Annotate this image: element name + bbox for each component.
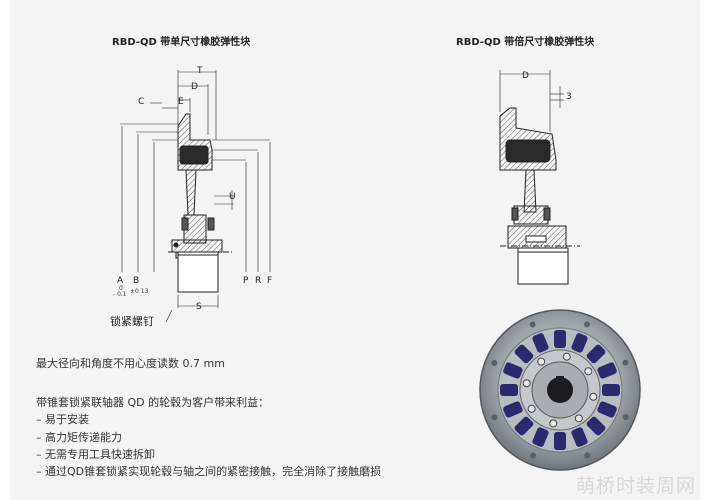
dim-R: R (255, 276, 261, 286)
hub-bolt (574, 414, 583, 423)
benefit-item: – 无需专用工具快速拆卸 (36, 448, 155, 461)
rubber-element (586, 416, 606, 436)
hub-bolt (589, 392, 598, 401)
rubber-element (503, 362, 523, 379)
benefit-item: – 高力矩传递能力 (36, 431, 122, 444)
right-dim-D: D (522, 71, 529, 81)
rubber-element (571, 427, 588, 447)
benefit-item: – 通过QD锥套锁紧实现轮毂与轴之间的紧密接触，完全消除了接触磨损 (36, 465, 382, 478)
flange-hole (622, 413, 629, 420)
dim-B: B (133, 276, 139, 286)
right-dimension-labels: D 3 (522, 71, 572, 102)
flange-hole (530, 452, 537, 459)
hub-bolt (527, 404, 536, 413)
callout-lock-screw: 锁紧螺钉 (110, 314, 154, 328)
rubber-element (602, 384, 620, 396)
flange-hole (491, 414, 498, 421)
hub-bolt (537, 357, 546, 366)
right-section-drawing (499, 70, 580, 285)
runout-spec-text: 最大径向和角度不用心度读数 0.7 mm (36, 357, 225, 370)
left-section-drawing (120, 70, 271, 323)
dim-A: A (117, 276, 124, 286)
rubber-element (554, 432, 566, 450)
rubber-element (532, 333, 549, 353)
rubber-element (514, 344, 534, 364)
rubber-element (514, 416, 534, 436)
rubber-element (503, 401, 523, 418)
hub-bolt (549, 419, 558, 428)
rubber-element (532, 427, 549, 447)
dim-A-tol: 0 (119, 285, 123, 292)
right-diagram-title: RBD-QD 带倍尺寸橡胶弹性块 (456, 37, 595, 48)
flange-hole (529, 321, 536, 328)
dim-T: T (196, 66, 203, 76)
benefits-heading: 带锥套锁紧联轴器 QD 的轮毂为客户带来利益： (36, 396, 270, 409)
left-dimension-labels: T D E C U A B 0 - 0.1 ±0.13 P R F S 锁紧螺钉 (110, 66, 272, 328)
dim-A-tol2: - 0.1 (113, 291, 127, 298)
coupling-product-photo (479, 309, 641, 471)
dim-S: S (196, 302, 202, 312)
dim-U: U (229, 192, 236, 202)
right-dim-3: 3 (566, 92, 572, 102)
rubber-element (597, 401, 617, 418)
rubber-element (586, 344, 606, 364)
hub-bolt (562, 352, 571, 361)
dim-D: D (191, 82, 198, 92)
left-diagram-title: RBD-QD 带单尺寸橡胶弹性块 (112, 37, 251, 48)
flange-hole (491, 360, 498, 367)
flange-hole (584, 452, 591, 459)
flange-hole (622, 359, 629, 366)
dim-E: E (178, 97, 184, 107)
watermark: 萌桥时装周网 (575, 475, 696, 497)
rubber-element (554, 330, 566, 348)
dim-B-tol: ±0.13 (130, 288, 149, 295)
rubber-element (500, 384, 518, 396)
flange-hole (583, 321, 590, 328)
dim-C: C (138, 97, 144, 107)
hub-bolt (522, 379, 531, 388)
benefit-item: – 易于安装 (36, 413, 89, 426)
rubber-element (571, 333, 588, 353)
hub-bolt (584, 367, 593, 376)
dim-P: P (243, 276, 249, 286)
rubber-element (597, 362, 617, 379)
dim-F: F (267, 276, 272, 286)
